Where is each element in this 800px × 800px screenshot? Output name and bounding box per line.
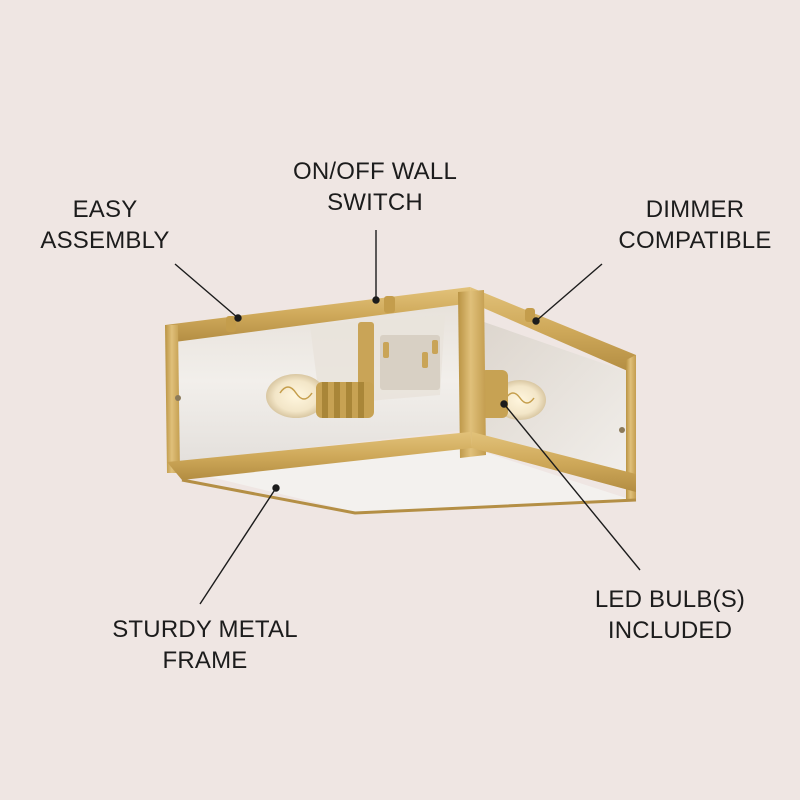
bulb-left-socket xyxy=(316,382,374,418)
finials xyxy=(226,296,535,332)
callout-dimmer-compatible: DIMMER COMPATIBLE xyxy=(590,194,800,256)
callout-led-bulbs-included: LED BULB(S) INCLUDED xyxy=(570,584,770,646)
leader-easy-assembly xyxy=(174,263,239,319)
leader-led-bulbs xyxy=(503,403,641,571)
frame-bottom-side-rail xyxy=(472,432,636,492)
leader-dimmer xyxy=(535,263,603,322)
finial-left xyxy=(226,316,236,332)
bulb-left xyxy=(266,374,374,418)
callout-sturdy-metal-frame: STURDY METAL FRAME xyxy=(90,614,320,676)
callout-text: COMPATIBLE xyxy=(618,227,772,254)
side-glass-panel xyxy=(484,322,628,472)
callout-easy-assembly: EASY ASSEMBLY xyxy=(30,194,180,256)
interior-hardware xyxy=(358,322,440,392)
callout-wall-switch: ON/OFF WALL SWITCH xyxy=(270,156,480,218)
brass-frame xyxy=(165,287,637,515)
mount-plate xyxy=(380,335,440,390)
frame-top-front-rail xyxy=(165,287,472,343)
callout-text: ASSEMBLY xyxy=(40,227,170,254)
callout-text: INCLUDED xyxy=(607,617,733,644)
callout-text: LED BULB(S) xyxy=(594,586,746,613)
screw-icon xyxy=(619,427,625,433)
callout-text: STURDY METAL xyxy=(112,616,298,643)
leader-lines xyxy=(174,230,641,605)
frame-front-corner-post xyxy=(458,290,486,458)
finial-center xyxy=(384,296,395,313)
leader-sturdy-frame xyxy=(199,487,277,605)
frame-left-post xyxy=(165,325,180,473)
callout-text: EASY xyxy=(72,196,138,223)
finial-right xyxy=(525,308,535,322)
callout-text: FRAME xyxy=(162,647,248,674)
callout-text: ON/OFF WALL xyxy=(293,158,457,185)
callout-text: DIMMER xyxy=(645,196,745,223)
screw-icon xyxy=(175,395,181,401)
frame-top-side-rail xyxy=(470,287,636,372)
frame-right-post xyxy=(626,355,636,500)
mount-bracket xyxy=(358,322,374,392)
callout-text: SWITCH xyxy=(327,189,423,216)
frame-bottom-front-rail xyxy=(167,432,472,480)
